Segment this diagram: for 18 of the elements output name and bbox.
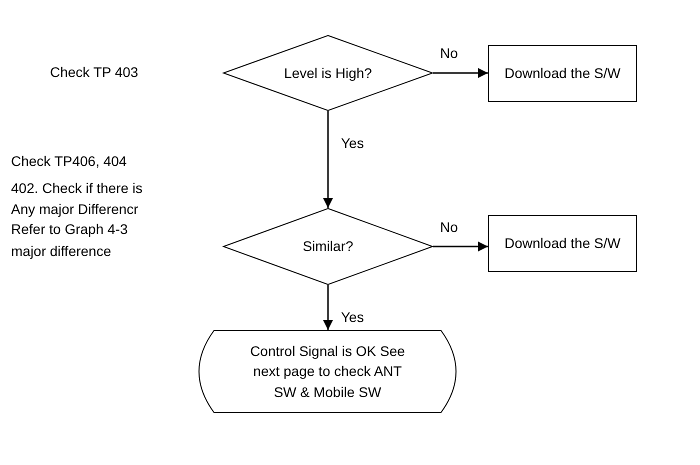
node-text: Download the S/W [504, 234, 620, 254]
note-text: Check TP406, 404 [11, 153, 127, 169]
arrow [323, 111, 333, 208]
node-text: Control Signal is OK See next page to check ANT SW & Mobile SW [249, 342, 406, 402]
note-text: Any major Differencr [11, 201, 138, 217]
node-text: Similar? [302, 237, 354, 256]
arrow [433, 68, 488, 78]
note-text: Check TP 403 [50, 64, 138, 80]
arrow [433, 242, 488, 252]
note-text: major difference [11, 243, 112, 259]
note-text: 402. Check if there is [11, 180, 143, 196]
arrow [323, 285, 333, 330]
node-text: Download the S/W [504, 64, 620, 84]
edge-label: Yes [340, 135, 365, 151]
edge-label: No [439, 45, 459, 61]
edge-label: Yes [340, 309, 365, 325]
node-text: Level is High? [284, 64, 372, 83]
note-text: Refer to Graph 4-3 [11, 221, 128, 237]
